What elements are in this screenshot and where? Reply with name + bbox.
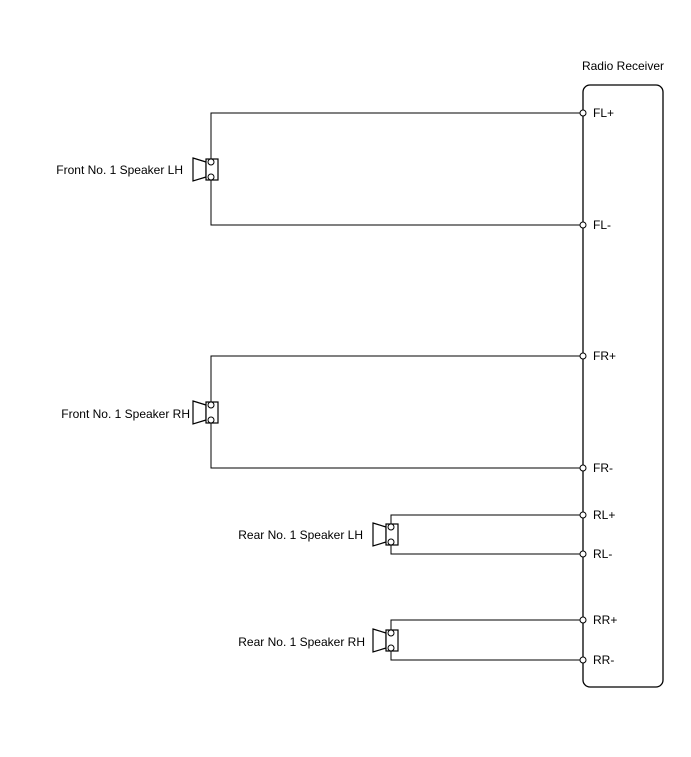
- speaker-icon: [372, 628, 399, 653]
- pin-label-rl-minus: RL-: [593, 547, 612, 561]
- speaker-icon: [372, 522, 399, 547]
- speaker-rear-rh-group: Rear No. 1 Speaker RH RR+ RR-: [238, 613, 617, 667]
- wire-rear-rh: [390, 619, 583, 661]
- speaker-front-lh-label: Front No. 1 Speaker LH: [56, 163, 183, 177]
- pin-fr-minus: [579, 464, 587, 472]
- speaker-icon: [192, 400, 219, 425]
- speaker-rear-lh-group: Rear No. 1 Speaker LH RL+ RL-: [238, 508, 615, 561]
- speaker-rear-lh-label: Rear No. 1 Speaker LH: [238, 528, 363, 542]
- pin-label-rl-plus: RL+: [593, 508, 615, 522]
- wire-rear-lh: [390, 514, 583, 555]
- radio-receiver-label: Radio Receiver: [582, 59, 664, 73]
- pin-label-fr-minus: FR-: [593, 461, 613, 475]
- speaker-rear-rh-label: Rear No. 1 Speaker RH: [238, 635, 365, 649]
- wire-front-rh: [210, 355, 583, 469]
- pin-label-rr-plus: RR+: [593, 613, 617, 627]
- pin-fl-minus: [579, 221, 587, 229]
- pin-rr-minus: [579, 656, 587, 664]
- radio-receiver-box: [582, 84, 664, 688]
- speaker-front-lh-group: Front No. 1 Speaker LH FL+ FL-: [56, 106, 614, 232]
- pin-label-fr-plus: FR+: [593, 349, 616, 363]
- pin-label-fl-minus: FL-: [593, 218, 611, 232]
- radio-receiver: Radio Receiver: [582, 59, 664, 688]
- pin-label-rr-minus: RR-: [593, 653, 614, 667]
- pin-rl-minus: [579, 550, 587, 558]
- speaker-front-rh-label: Front No. 1 Speaker RH: [61, 407, 190, 421]
- pin-label-fl-plus: FL+: [593, 106, 614, 120]
- speaker-icon: [192, 113, 219, 225]
- pin-rr-plus: [579, 616, 587, 624]
- wire-front-lh: [210, 112, 583, 226]
- pin-fr-plus: [579, 352, 587, 360]
- speaker-front-rh-group: Front No. 1 Speaker RH FR+ FR-: [61, 349, 616, 475]
- pin-rl-plus: [579, 511, 587, 519]
- pin-fl-plus: [579, 109, 587, 117]
